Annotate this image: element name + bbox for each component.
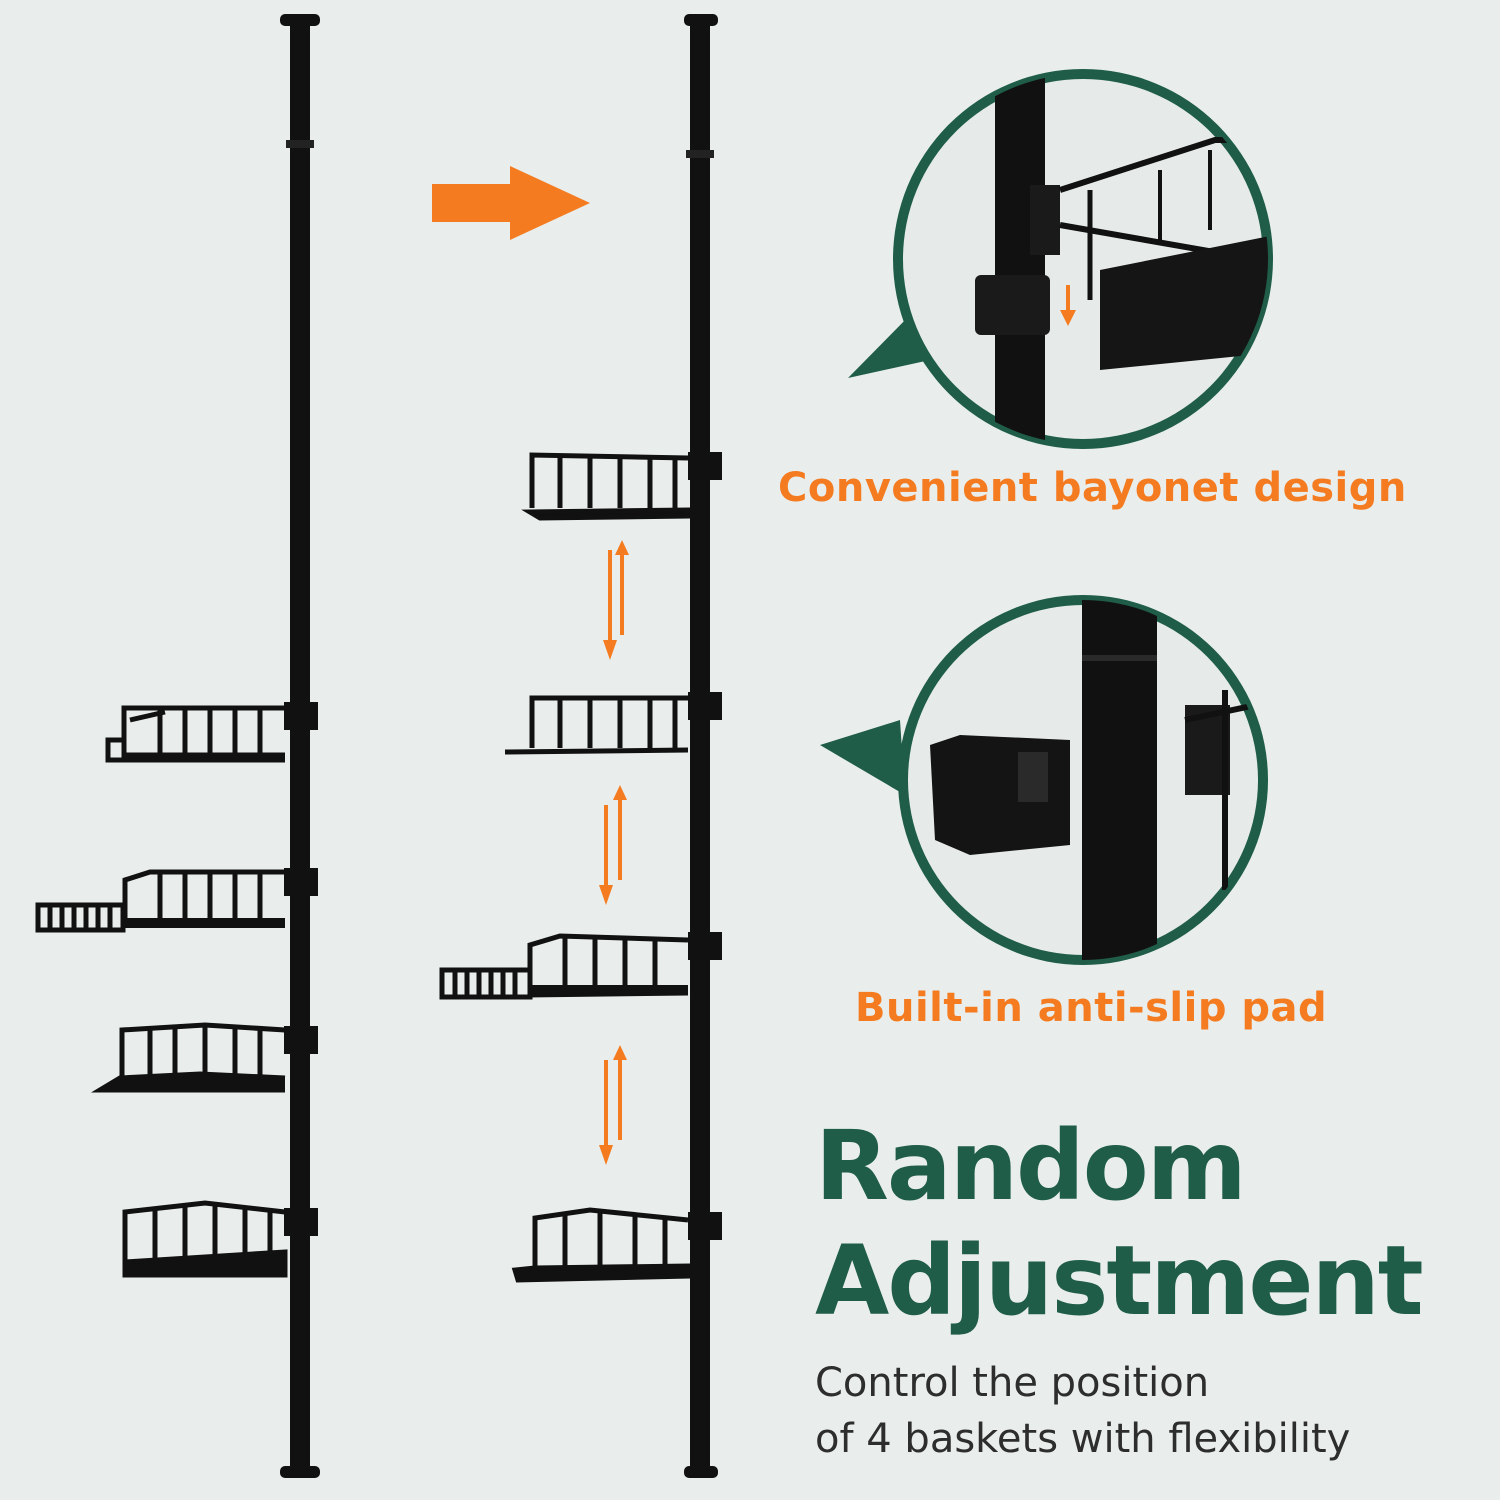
feature-caption-bayonet: Convenient bayonet design: [778, 465, 1407, 511]
middle-basket-3: [439, 932, 722, 1000]
feature-caption-anti-slip: Built-in anti-slip pad: [855, 985, 1328, 1031]
up-down-arrow-icon: [599, 1045, 627, 1165]
up-down-arrow-icon: [599, 785, 627, 905]
headline-line-2: Adjustment: [815, 1225, 1424, 1337]
anti-slip-clip-zoom: [820, 595, 1268, 965]
left-basket-3: [90, 1022, 318, 1093]
middle-tension-pole: [684, 14, 718, 1478]
left-basket-2: [35, 868, 318, 933]
left-basket-1: [105, 702, 318, 763]
arrow-right-icon: [432, 166, 590, 240]
middle-basket-2: [504, 692, 722, 755]
left-basket-4: [122, 1200, 318, 1278]
middle-basket-4: [511, 1207, 722, 1283]
subtext-line-1: Control the position: [815, 1360, 1210, 1406]
middle-basket-1: [521, 452, 722, 521]
subtext-line-2: of 4 baskets with flexibility: [815, 1416, 1351, 1462]
left-tension-pole: [280, 14, 320, 1478]
bayonet-clip-zoom: [848, 69, 1273, 449]
headline-line-1: Random: [815, 1110, 1247, 1222]
up-down-arrow-icon: [603, 540, 629, 660]
